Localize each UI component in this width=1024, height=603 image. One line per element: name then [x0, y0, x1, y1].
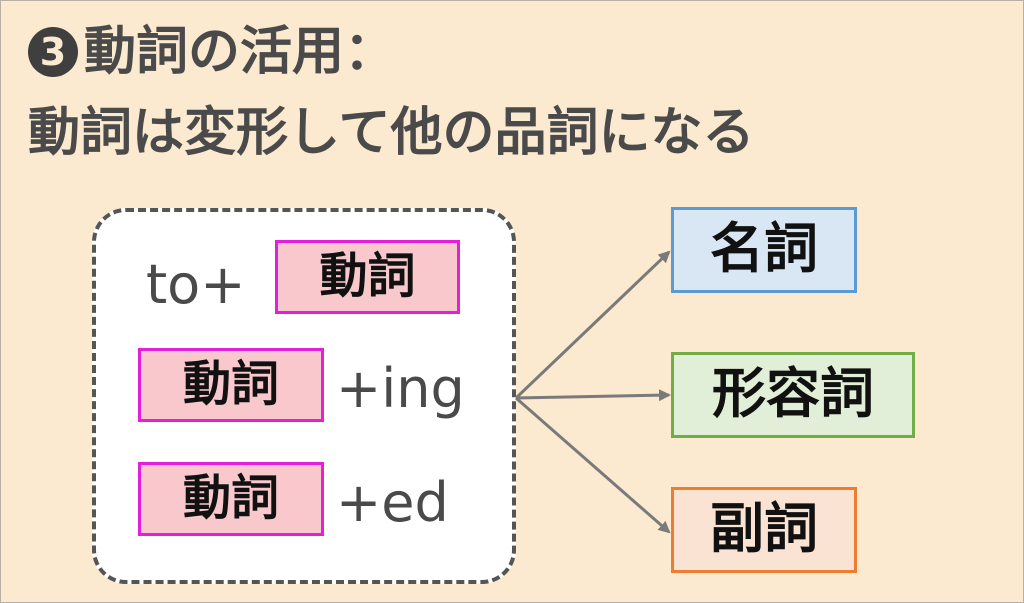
to-prefix: to+	[146, 253, 246, 316]
number-badge: 3	[28, 27, 78, 77]
arrow-to-adverb	[515, 396, 671, 534]
noun-box: 名詞	[671, 207, 857, 293]
adjective-box: 形容詞	[671, 352, 915, 438]
ing-suffix: +ing	[336, 357, 465, 420]
title-line-2: 動詞は変形して他の品詞になる	[28, 103, 755, 163]
title-text-1: 動詞の活用：	[84, 22, 397, 82]
ed-suffix: +ed	[336, 471, 449, 534]
adverb-box: 副詞	[671, 487, 857, 573]
verb-box-ed: 動詞	[138, 462, 324, 536]
arrow-to-noun	[514, 250, 671, 400]
verb-box-ing: 動詞	[138, 348, 324, 422]
arrow-to-adjective	[515, 389, 671, 402]
verb-box-to: 動詞	[275, 240, 460, 314]
